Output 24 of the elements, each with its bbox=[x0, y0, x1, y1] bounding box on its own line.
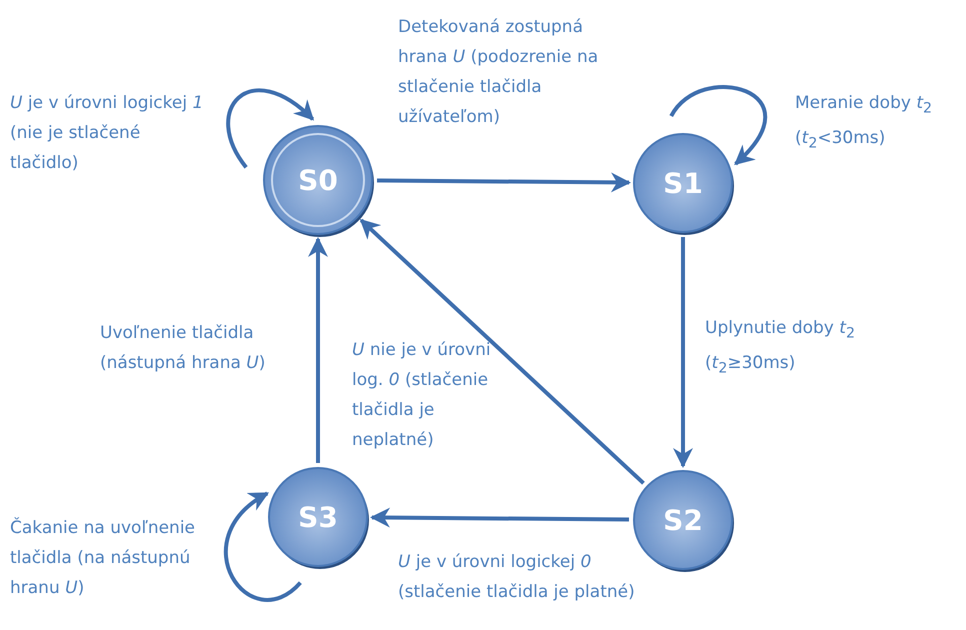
edge-label: Čakanie na uvoľnenie tlačidla (na nástupnú hranu U) bbox=[10, 516, 196, 600]
self-loop-arrow bbox=[224, 492, 302, 602]
self-loop-arrow bbox=[670, 85, 768, 166]
state-label: S0 bbox=[298, 164, 338, 196]
arrow bbox=[370, 508, 630, 528]
state-label: S3 bbox=[298, 500, 338, 534]
state-label: S2 bbox=[663, 504, 703, 536]
arrow bbox=[673, 237, 693, 468]
edge-label: U nie je v úrovni log. 0 (stlačenie tlačidla je neplatné) bbox=[352, 339, 492, 452]
state-circle bbox=[263, 125, 373, 235]
edge-label: Meranie doby t$_{2}$ (t$_{2}$<30ms) bbox=[795, 92, 934, 154]
edge-label: Detekovaná zostupná hrana U (podozrenie na stlačenie tlačidla užívateľom) bbox=[398, 16, 600, 129]
state-circle bbox=[633, 133, 733, 233]
edge-label: U je v úrovni logickej 0 (stlačenie tlačidla je platné) bbox=[398, 551, 636, 604]
state-label: S1 bbox=[663, 166, 703, 200]
arrow bbox=[376, 172, 631, 192]
state-circle bbox=[633, 470, 733, 570]
edge-label: Uplynutie doby t$_{2}$ (t$_{2}$≥30ms) bbox=[705, 317, 856, 379]
edge-label: U je v úrovni logickej 1 (nie je stlačené tlačidlo) bbox=[10, 92, 204, 175]
edge-label: Uvoľnenie tlačidla (nástupná hrana U) bbox=[100, 322, 266, 375]
arrow bbox=[308, 237, 328, 463]
state-circle bbox=[268, 467, 368, 567]
arrow bbox=[360, 218, 645, 485]
self-loop-arrow bbox=[226, 88, 314, 168]
